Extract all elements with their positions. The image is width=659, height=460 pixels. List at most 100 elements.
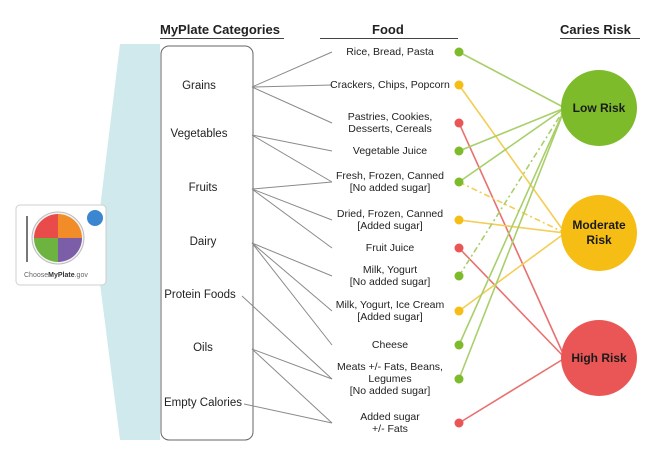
food-dot-meats <box>454 374 464 384</box>
food-dot-milk <box>454 271 464 281</box>
header-risk-underline <box>560 38 640 39</box>
food-dot-cheese <box>454 340 464 350</box>
food-label-rice: Rice, Bread, Pasta <box>320 46 460 58</box>
food-label-line: Rice, Bread, Pasta <box>346 46 434 58</box>
food-dot-crackers <box>454 80 464 90</box>
risk-label-line: High Risk <box>571 350 627 365</box>
header-food-underline <box>320 38 458 39</box>
food-label-line: [Added sugar] <box>357 220 423 232</box>
food-label-line: Fruit Juice <box>365 242 415 254</box>
food-risk-link <box>458 107 566 152</box>
category-food-link <box>251 242 333 346</box>
category-food-link <box>241 295 333 380</box>
food-dot-pastries <box>454 118 464 128</box>
food-risk-link <box>458 122 566 359</box>
food-label-line: [No added sugar] <box>349 182 431 194</box>
food-label-line: Cheese <box>371 339 409 351</box>
food-label-pastries: Pastries, Cookies,Desserts, Cereals <box>320 111 460 135</box>
risk-circle-moderate <box>561 195 637 271</box>
food-risk-link <box>458 357 566 424</box>
food-label-freshnoadd: Fresh, Frozen, Canned[No added sugar] <box>320 170 460 194</box>
food-label-milkadd: Milk, Yogurt, Ice Cream[Added sugar] <box>320 299 460 323</box>
risk-label-line: Risk <box>586 233 612 247</box>
plate-fruits-segment <box>34 214 58 238</box>
plate-grains-segment <box>58 214 82 238</box>
risk-label-line: Low Risk <box>572 100 626 115</box>
food-label-cheese: Cheese <box>320 339 460 351</box>
food-dot-rice <box>454 47 464 57</box>
food-risk-link <box>458 107 566 277</box>
header-categories-underline <box>160 38 284 39</box>
risk-label-line: Moderate <box>572 218 626 232</box>
category-food-link <box>251 348 333 424</box>
plate-vegetables-segment <box>34 238 58 262</box>
food-risk-link <box>458 232 566 312</box>
food-label-line: Meats +/- Fats, Beans, <box>337 361 443 373</box>
category-food-link <box>243 403 333 424</box>
food-risk-link <box>458 107 566 183</box>
category-food-link <box>251 86 333 124</box>
food-risk-link <box>458 107 566 380</box>
category-food-link <box>251 348 333 380</box>
category-fan <box>98 44 160 440</box>
category-label-grains: Grains <box>182 80 216 92</box>
food-label-line: Added sugar <box>360 411 420 423</box>
category-label-protein: Protein Foods <box>164 289 236 301</box>
category-label-fruits: Fruits <box>188 182 218 194</box>
food-label-line: Crackers, Chips, Popcorn <box>330 79 450 91</box>
food-dot-fjuice <box>454 243 464 253</box>
food-dot-milkadd <box>454 306 464 316</box>
category-label-vegetables: Vegetables <box>170 128 228 140</box>
food-label-line: Dried, Frozen, Canned <box>336 208 444 220</box>
food-label-line: Milk, Yogurt <box>362 264 418 276</box>
food-label-line: [No added sugar] <box>349 276 431 288</box>
food-risk-link <box>458 84 566 234</box>
food-label-line: Milk, Yogurt, Ice Cream <box>335 299 445 311</box>
food-dot-freshnoadd <box>454 177 464 187</box>
food-label-milk: Milk, Yogurt[No added sugar] <box>320 264 460 288</box>
food-dot-driedadd <box>454 215 464 225</box>
risk-label-low: Low Risk <box>561 101 637 116</box>
category-food-link <box>251 188 333 221</box>
food-risk-link <box>458 51 566 109</box>
food-label-fjuice: Fruit Juice <box>320 242 460 254</box>
food-label-line: Legumes <box>368 373 412 385</box>
category-food-link <box>251 51 333 88</box>
category-food-link <box>251 188 333 249</box>
category-label-oils: Oils <box>193 342 213 354</box>
food-label-line: Vegetable Juice <box>352 145 428 157</box>
category-food-link <box>251 134 333 183</box>
food-dot-vjuice <box>454 146 464 156</box>
food-label-meats: Meats +/- Fats, Beans,Legumes[No added s… <box>320 361 460 397</box>
food-label-line: +/- Fats <box>372 423 408 435</box>
plate-protein-segment <box>58 238 82 262</box>
food-risk-link <box>458 247 566 359</box>
food-label-driedadd: Dried, Frozen, Canned[Added sugar] <box>320 208 460 232</box>
header-categories: MyPlate Categories <box>160 22 280 37</box>
food-label-addedsugar: Added sugar+/- Fats <box>320 411 460 435</box>
food-risk-link <box>458 181 566 234</box>
risk-circle-low <box>561 70 637 146</box>
risk-label-high: High Risk <box>561 351 637 366</box>
myplate-logo-text: ChooseMyPlate.gov <box>24 272 88 279</box>
food-label-line: Desserts, Cereals <box>348 123 432 135</box>
food-dot-addedsugar <box>454 418 464 428</box>
food-risk-link <box>458 107 566 346</box>
header-food: Food <box>372 22 404 37</box>
dairy-cup-icon <box>87 210 103 226</box>
category-food-link <box>251 134 333 152</box>
category-food-link <box>251 242 333 277</box>
category-food-link <box>251 84 333 88</box>
food-label-crackers: Crackers, Chips, Popcorn <box>320 79 460 91</box>
food-label-line: [No added sugar] <box>349 385 431 397</box>
category-food-link <box>251 181 333 190</box>
risk-circle-high <box>561 320 637 396</box>
food-label-vjuice: Vegetable Juice <box>320 145 460 157</box>
header-risk: Caries Risk <box>560 22 631 37</box>
food-label-line: Pastries, Cookies, <box>347 111 433 123</box>
category-label-empty: Empty Calories <box>164 397 242 409</box>
food-label-line: [Added sugar] <box>357 311 423 323</box>
